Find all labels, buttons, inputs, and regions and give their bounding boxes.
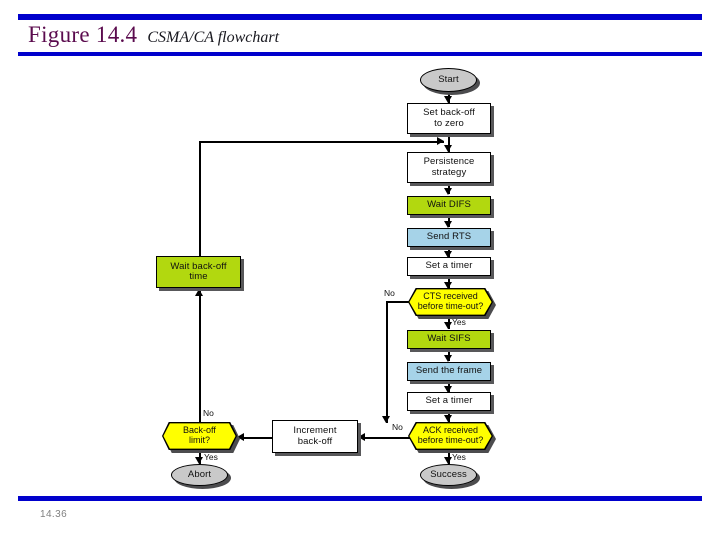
csma-ca-flowchart: Start Set back-off to zero Persistence s… [0,56,720,496]
arrow-cts-no-down [382,416,390,423]
node-ack-label-2: before time-out? [417,434,484,445]
node-set-a-timer-1-label: Set a timer [425,260,473,272]
ack-body: ACK received before time-out? [409,423,492,449]
node-wait-backoff-time[interactable]: Wait back-off time [156,256,241,288]
node-increment-label-1: Increment [293,425,337,437]
arrow-ack-yes-to-success [444,457,452,464]
arrow-persistence-to-wait-difs [444,188,452,195]
edge-wait-difs-to-send-rts [448,214,450,227]
edge-label-cts-yes: Yes [452,317,466,327]
arrow-set-timer-2-to-ack [444,415,452,422]
figure-label: Figure 14.4 [28,22,138,47]
arrow-set-timer-1-to-cts [444,282,452,289]
node-ack-label-1: ACK received [422,425,478,436]
arrow-limit-yes-to-abort [195,457,203,464]
edge-set-backoff-to-persistence [448,134,450,154]
node-abort-label: Abort [187,468,212,480]
edge-label-cts-no: No [384,288,395,298]
edge-label-ack-yes: Yes [452,452,466,462]
arrow-cts-yes-to-wait-sifs [444,322,452,329]
arrow-wait-sifs-to-send-frame [444,355,452,362]
edge-wait-backoff-right [199,141,444,143]
node-set-a-timer-2[interactable]: Set a timer [407,392,491,411]
node-set-backoff-label-2: to zero [434,117,464,129]
node-wait-backoff-label-2: time [189,271,208,282]
node-increment-backoff[interactable]: Increment back-off [272,420,358,453]
node-wait-sifs[interactable]: Wait SIFS [407,330,491,349]
arrow-wait-difs-to-send-rts [444,221,452,228]
node-wait-difs[interactable]: Wait DIFS [407,196,491,215]
arrow-increment-to-backoff-limit [237,433,244,441]
node-send-the-frame[interactable]: Send the frame [407,362,491,381]
arrow-ack-no-to-increment [358,433,365,441]
node-set-backoff-label-1: Set back-off [423,107,475,119]
cts-body: CTS received before time-out? [409,289,492,315]
arrow-wait-backoff-to-persistence [437,137,444,145]
page-number: 14.36 [40,509,68,520]
node-success-label: Success [430,468,467,480]
node-send-rts[interactable]: Send RTS [407,228,491,247]
node-wait-difs-label: Wait DIFS [427,199,471,211]
node-persistence-label-1: Persistence [423,156,475,168]
node-success[interactable]: Success [420,464,477,486]
edge-ack-no-to-increment [362,437,388,439]
node-send-the-frame-label: Send the frame [415,365,483,377]
node-wait-backoff-label-1: Wait back-off [170,260,227,272]
node-set-a-timer-2-label: Set a timer [425,395,473,407]
node-send-rts-label: Send RTS [426,231,472,243]
node-backoff-limit-label-2: limit? [188,434,210,445]
arrow-send-rts-to-set-timer-1 [444,251,452,258]
edge-label-limit-no: No [203,408,214,418]
backoff-limit-body: Back-off limit? [163,423,236,449]
edge-label-ack-no: No [392,422,403,432]
node-persistence-strategy[interactable]: Persistence strategy [407,152,491,183]
node-increment-label-2: back-off [297,435,333,447]
edge-wait-backoff-up [199,141,201,256]
node-set-backoff[interactable]: Set back-off to zero [407,103,491,134]
node-wait-sifs-label: Wait SIFS [427,333,471,345]
top-accent-rule [18,14,702,20]
node-set-a-timer-1[interactable]: Set a timer [407,257,491,276]
node-ack-received[interactable]: ACK received before time-out? [408,422,496,453]
edge-cts-no-vertical [386,301,388,423]
title-underline-rule [18,52,702,56]
node-cts-label-2: before time-out? [417,300,484,311]
edge-increment-to-backoff-limit [242,437,272,439]
figure-caption: CSMA/CA flowchart [147,29,280,46]
node-start[interactable]: Start [420,68,477,92]
node-abort[interactable]: Abort [171,464,228,486]
page-title: Figure 14.4 CSMA/CA flowchart [28,22,668,50]
node-cts-received[interactable]: CTS received before time-out? [408,288,496,319]
bottom-accent-rule [18,496,702,501]
arrow-set-backoff-to-persistence [444,145,452,152]
node-start-label: Start [438,73,459,85]
node-cts-label-1: CTS received [423,291,478,302]
edge-ack-no-horizontal [386,437,412,439]
node-backoff-limit-label-1: Back-off [183,425,216,436]
arrow-send-frame-to-set-timer-2 [444,386,452,393]
node-persistence-label-2: strategy [431,166,467,178]
edge-cts-no-horizontal [386,301,411,303]
node-backoff-limit[interactable]: Back-off limit? [162,422,240,453]
edge-limit-no-up [199,289,201,422]
edge-label-limit-yes: Yes [204,452,218,462]
arrow-start-to-set-backoff [444,96,452,103]
arrow-limit-no-to-wait-backoff [195,289,203,296]
